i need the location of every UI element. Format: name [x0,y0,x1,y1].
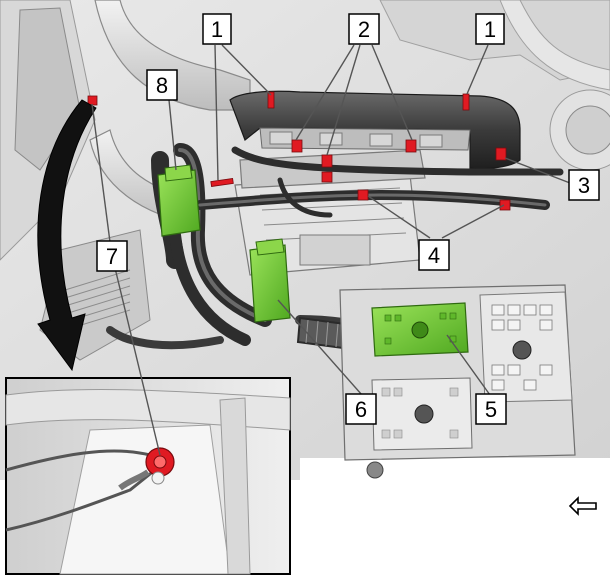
callout-label: 8 [156,73,168,98]
red-clip-4-left [357,189,369,201]
callout-c7: 7 [96,240,128,272]
callout-c6: 6 [345,393,377,425]
callout-label: 2 [358,17,370,42]
inset-detail-view [5,377,291,575]
callout-label: 4 [428,243,440,268]
callout-c3: 3 [568,169,600,201]
callout-c1b: 1 [475,13,505,45]
callout-label: 5 [485,397,497,422]
red-clip-1-left [267,91,275,109]
red-clip-1-right [462,93,470,111]
callout-label: 6 [355,397,367,422]
green-connector-6 [249,238,291,323]
red-clip-4-right [499,199,511,211]
leader-lines [91,44,571,456]
red-clip-1-harness [210,178,234,187]
callout-c4: 4 [418,239,450,271]
callout-label: 1 [484,17,496,42]
green-connector-8 [157,164,201,237]
callout-label: 3 [578,173,590,198]
red-clip-3 [495,147,507,161]
wiring-harness [106,143,564,350]
callout-c1a: 1 [202,13,232,45]
callout-c5: 5 [475,393,507,425]
callout-label: 7 [106,244,118,269]
red-clip-2-c [321,171,333,183]
callout-c8: 8 [146,69,178,101]
green-connector-5 [371,302,469,357]
left-arrow-icon [568,496,597,516]
callout-label: 1 [211,17,223,42]
callout-c2: 2 [348,13,380,45]
red-clip-2-b [321,154,333,168]
red-clip-2-d [405,139,417,153]
detail-curved-arrow-icon [37,99,97,372]
charge-air-duct [229,90,521,170]
red-clip-2-a [291,139,303,153]
